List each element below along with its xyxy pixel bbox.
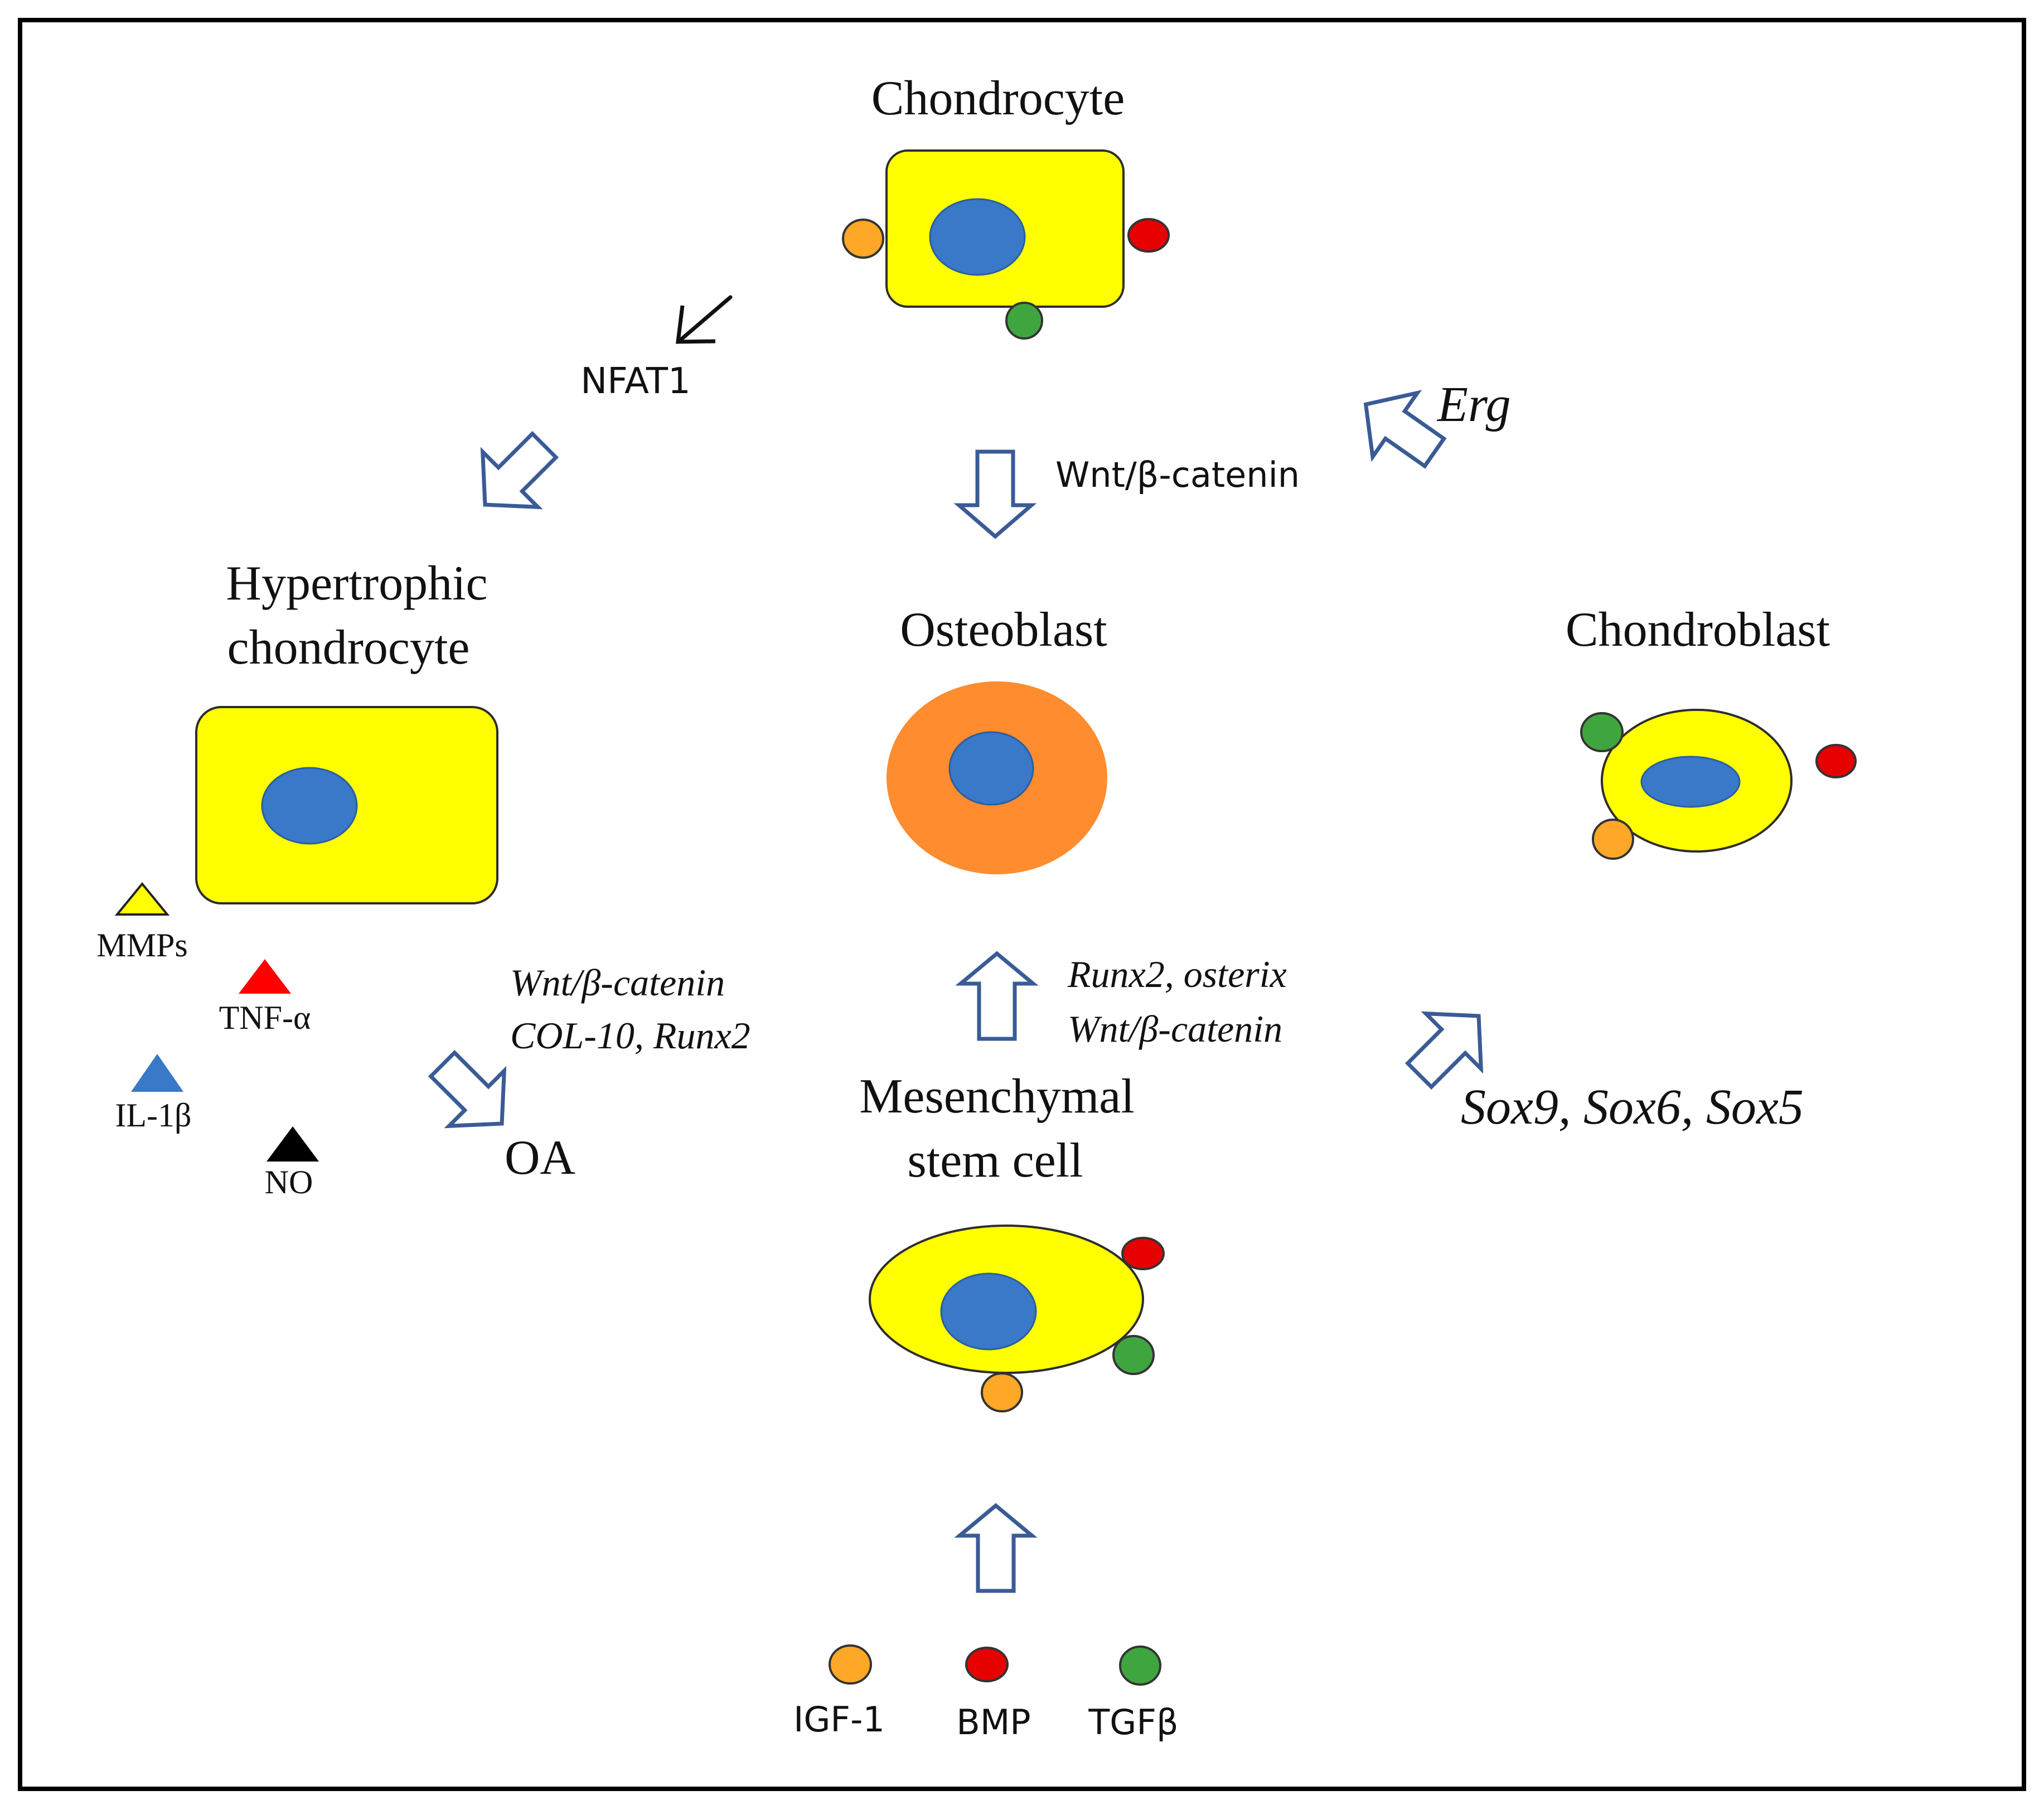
legend-bmp-label: BMP (956, 1702, 1030, 1743)
nfat1-label: NFAT1 (580, 361, 690, 402)
arrow-to-osteoblast-down (953, 449, 1037, 539)
arrow-to-osteoblast-up (955, 951, 1039, 1041)
arrow-erg (1363, 390, 1447, 469)
osteoblast-nucleus (948, 731, 1034, 806)
hypertrophic-label-line2: chondrocyte (227, 621, 470, 675)
tnf-triangle-icon (239, 959, 291, 994)
legend-item-igf1: IGF-1 (793, 1644, 885, 1740)
nfat1-arrow (676, 295, 733, 344)
msc-igf1-receptor (981, 1372, 1023, 1412)
chondrocyte-bmp-receptor (1127, 218, 1170, 253)
chondrocyte-nucleus (929, 198, 1026, 276)
chondroblast-igf1-receptor (1592, 819, 1634, 860)
erg-label: Erg (1436, 377, 1511, 432)
il1b-label: IL-1β (115, 1097, 191, 1134)
msc-nucleus (940, 1272, 1037, 1351)
arrow-to-hypertrophic (480, 430, 559, 510)
osteo-pathway-line1: Runx2, osterix (1067, 953, 1287, 995)
chondrocyte-igf1-receptor (842, 219, 884, 259)
no-label: NO (265, 1164, 313, 1201)
mediator-mmps: MMPs (96, 882, 188, 964)
mmps-triangle-icon (114, 882, 170, 916)
diagram-frame (18, 18, 2026, 1791)
chondroblast-cell: Chondroblast (1566, 603, 1857, 860)
msc-tgfb-receptor (1112, 1335, 1155, 1375)
osteoblast-label: Osteoblast (900, 603, 1107, 657)
osteo-pathway-line2: Wnt/β-catenin (1068, 1008, 1282, 1050)
legend-tgfb-label: TGFβ (1088, 1702, 1178, 1743)
tnf-label: TNF-α (219, 999, 311, 1036)
msc-label-line2: stem cell (907, 1134, 1083, 1188)
mmps-label: MMPs (96, 927, 187, 964)
msc-label-line1: Mesenchymal (859, 1070, 1135, 1124)
oa-pathway-line1: Wnt/β-catenin (510, 961, 725, 1004)
mediator-tnf: TNF-α (219, 959, 311, 1036)
osteoblast-cell: Osteoblast (887, 603, 1107, 874)
bmp-dot-icon (965, 1647, 1009, 1682)
legend-igf1-label: IGF-1 (793, 1699, 885, 1740)
oa-pathway-line2: COL-10, Runx2 (510, 1014, 750, 1057)
hypertrophic-nucleus (261, 767, 358, 845)
arrow-to-chondroblast (1404, 1011, 1484, 1090)
legend-item-bmp: BMP (956, 1647, 1031, 1743)
chondrocyte-label: Chondrocyte (871, 71, 1125, 125)
mediator-no: NO (265, 1126, 319, 1201)
chondroblast-nucleus (1640, 756, 1741, 808)
msc-bmp-receptor (1121, 1237, 1165, 1270)
no-triangle-icon (267, 1126, 319, 1162)
il1b-triangle-icon (131, 1054, 183, 1092)
wnt-top-label: Wnt/β-catenin (1055, 454, 1300, 495)
mesenchymal-stem-cell: Mesenchymal stem cell (859, 1070, 1165, 1412)
arrow-to-oa (428, 1049, 507, 1129)
chondrocyte-tgfb-receptor (1005, 302, 1043, 340)
legend: IGF-1 BMP TGFβ (793, 1644, 1179, 1743)
chondroblast-label: Chondroblast (1566, 603, 1830, 657)
igf1-dot-icon (829, 1644, 872, 1685)
hypertrophic-chondrocyte-cell: Hypertrophic chondrocyte (195, 556, 498, 904)
chondroblast-bmp-receptor (1815, 744, 1857, 778)
hypertrophic-label-line1: Hypertrophic (226, 556, 487, 611)
oa-label: OA (505, 1131, 575, 1185)
tgfb-dot-icon (1119, 1646, 1161, 1686)
mediator-il1b: IL-1β (115, 1054, 192, 1134)
legend-item-tgfb: TGFβ (1088, 1646, 1179, 1743)
arrow-factors-to-msc (954, 1503, 1038, 1593)
sox-label: Sox9, Sox6, Sox5 (1461, 1080, 1804, 1135)
chondrocyte-cell: Chondrocyte (842, 71, 1170, 340)
chondroblast-tgfb-receptor (1580, 712, 1624, 752)
